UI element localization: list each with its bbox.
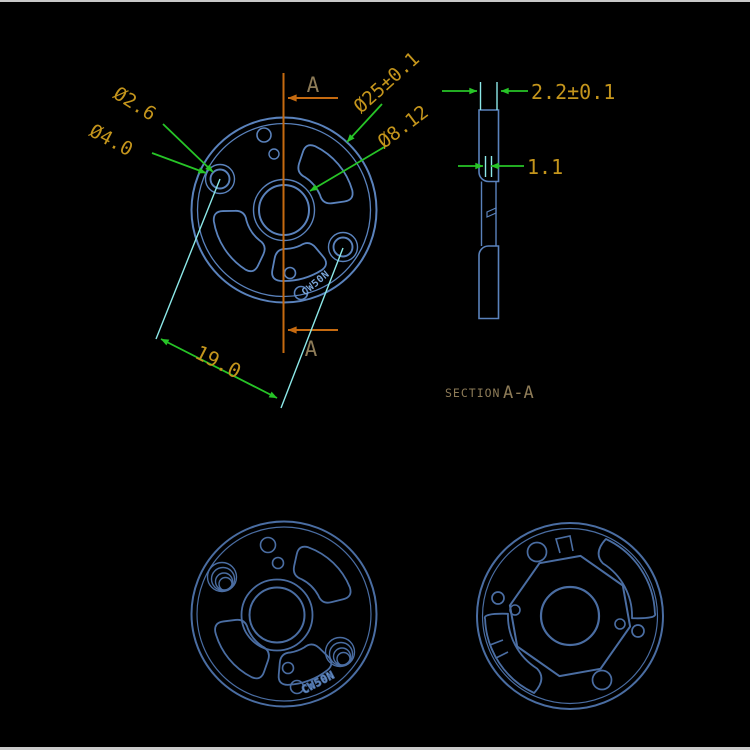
counterbore-holes bbox=[204, 163, 359, 263]
back-small-holes bbox=[491, 541, 645, 691]
back-wedges bbox=[483, 538, 657, 694]
iso-front-counterbores bbox=[206, 561, 356, 668]
dim-center-hole: Ø8.12 bbox=[374, 101, 433, 153]
iso-front-small-holes bbox=[259, 536, 305, 695]
iso-back-view bbox=[476, 522, 664, 710]
lightening-slots bbox=[207, 144, 354, 282]
section-marker-top: A bbox=[307, 73, 320, 97]
dim-small-hole: Ø2.6 bbox=[109, 83, 159, 126]
dim-web-thickness: 1.1 bbox=[527, 155, 563, 179]
section-caption-ref: A-A bbox=[503, 383, 534, 403]
iso-front-slots bbox=[213, 541, 353, 687]
back-boss bbox=[508, 554, 632, 678]
thickness-dimension: 2.2±0.1 bbox=[442, 80, 615, 110]
iso-front-view: CW50N bbox=[190, 520, 378, 708]
dim-hole-spacing: 19.0 bbox=[191, 340, 245, 383]
leader-dimensions: Ø2.6 Ø4.0 Ø25±0.1 Ø8.12 bbox=[86, 48, 433, 192]
small-holes bbox=[256, 127, 309, 301]
section-view: 2.2±0.1 1.1 SECTION A-A bbox=[442, 80, 615, 403]
section-caption-label: SECTION bbox=[445, 386, 500, 400]
section-caption: SECTION A-A bbox=[445, 383, 534, 403]
section-profile bbox=[478, 109, 500, 320]
top-border bbox=[0, 0, 750, 2]
dim-counterbore: Ø4.0 bbox=[86, 120, 137, 161]
section-cut-line: A A bbox=[282, 73, 338, 361]
back-tabs bbox=[488, 535, 626, 660]
front-view: CW50N A A Ø2.6 Ø4.0 Ø25±0.1 Ø8.12 bbox=[86, 48, 433, 409]
section-marker-bottom: A bbox=[305, 337, 318, 361]
dim-thickness: 2.2±0.1 bbox=[531, 80, 615, 104]
web-dimension: 1.1 bbox=[458, 155, 563, 179]
bottom-border bbox=[0, 747, 750, 750]
